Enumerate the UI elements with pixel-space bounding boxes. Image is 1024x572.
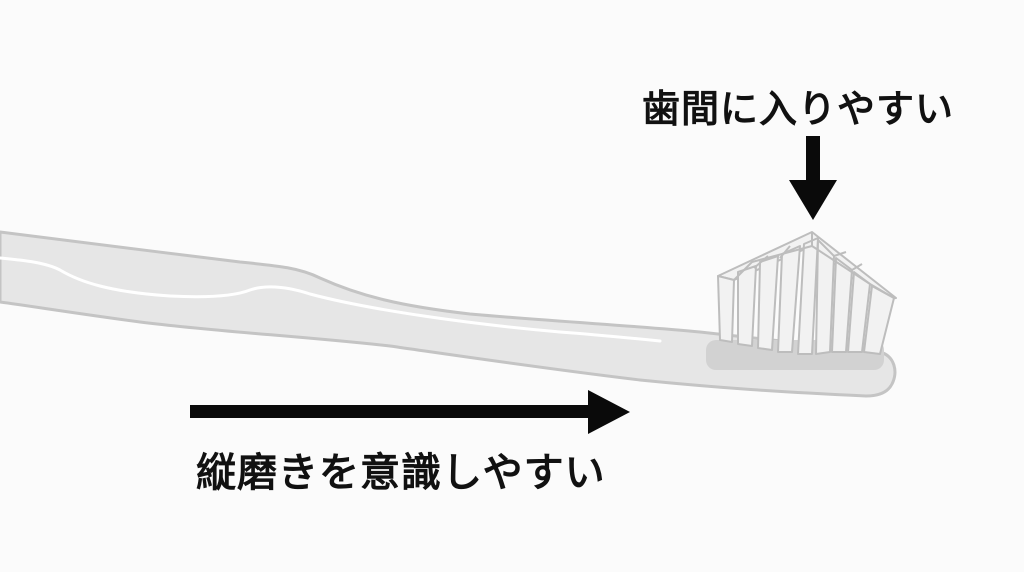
interdental-label: 歯間に入りやすい — [642, 87, 955, 131]
arrow-right-icon — [190, 390, 630, 434]
bristle-tufts — [717, 231, 897, 355]
toothbrush-handle — [0, 230, 897, 398]
vertical-brushing-label: 縦磨きを意識しやすい — [196, 450, 606, 496]
arrow-down-icon — [789, 136, 837, 220]
